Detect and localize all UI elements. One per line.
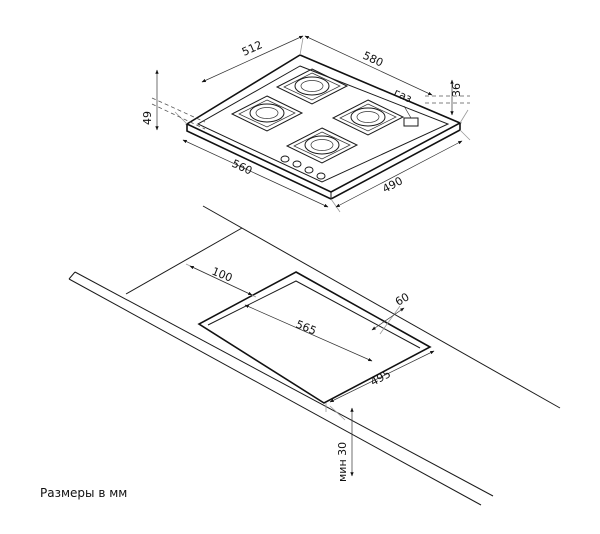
hob-dimension-lines: [155, 35, 463, 208]
label-495: 495: [368, 367, 393, 388]
dim-line-60: [371, 307, 405, 331]
burner-front: [285, 127, 359, 164]
burner-rear: [275, 68, 349, 105]
countertop-drawing: 100 565 60 495 мин 30: [68, 205, 561, 506]
label-565: 565: [294, 318, 318, 338]
cutout-outer: [197, 271, 432, 404]
countertop-back-edge: [202, 205, 561, 409]
label-36: 36: [450, 83, 463, 97]
label-49: 49: [141, 111, 154, 125]
hob-extension-lines: [151, 37, 471, 213]
hob-drawing: 512 580 газ 36 49 560 490: [141, 35, 471, 213]
countertop-top-front-edge: [74, 271, 494, 497]
dim-line-580: [304, 35, 433, 96]
dim-line-512: [201, 35, 304, 83]
label-580: 580: [361, 49, 386, 70]
dim-line-495: [329, 350, 435, 403]
label-512: 512: [240, 38, 264, 58]
dim-line-560: [182, 139, 329, 208]
cutout-extension-lines: [185, 263, 401, 421]
label-100: 100: [210, 265, 234, 285]
dim-line-490: [335, 140, 463, 208]
label-min30: мин 30: [336, 442, 349, 482]
units-caption: Размеры в мм: [40, 486, 128, 500]
label-560: 560: [230, 157, 255, 178]
burner-left: [230, 95, 304, 132]
control-knobs: [280, 155, 326, 180]
countertop-bottom-front-edge: [68, 278, 482, 506]
label-490: 490: [380, 174, 405, 195]
gas-connector: [403, 105, 419, 127]
dim-line-100: [189, 265, 253, 296]
burner-right: [331, 99, 405, 136]
label-60: 60: [393, 290, 412, 308]
cutout-inner: [207, 280, 421, 349]
